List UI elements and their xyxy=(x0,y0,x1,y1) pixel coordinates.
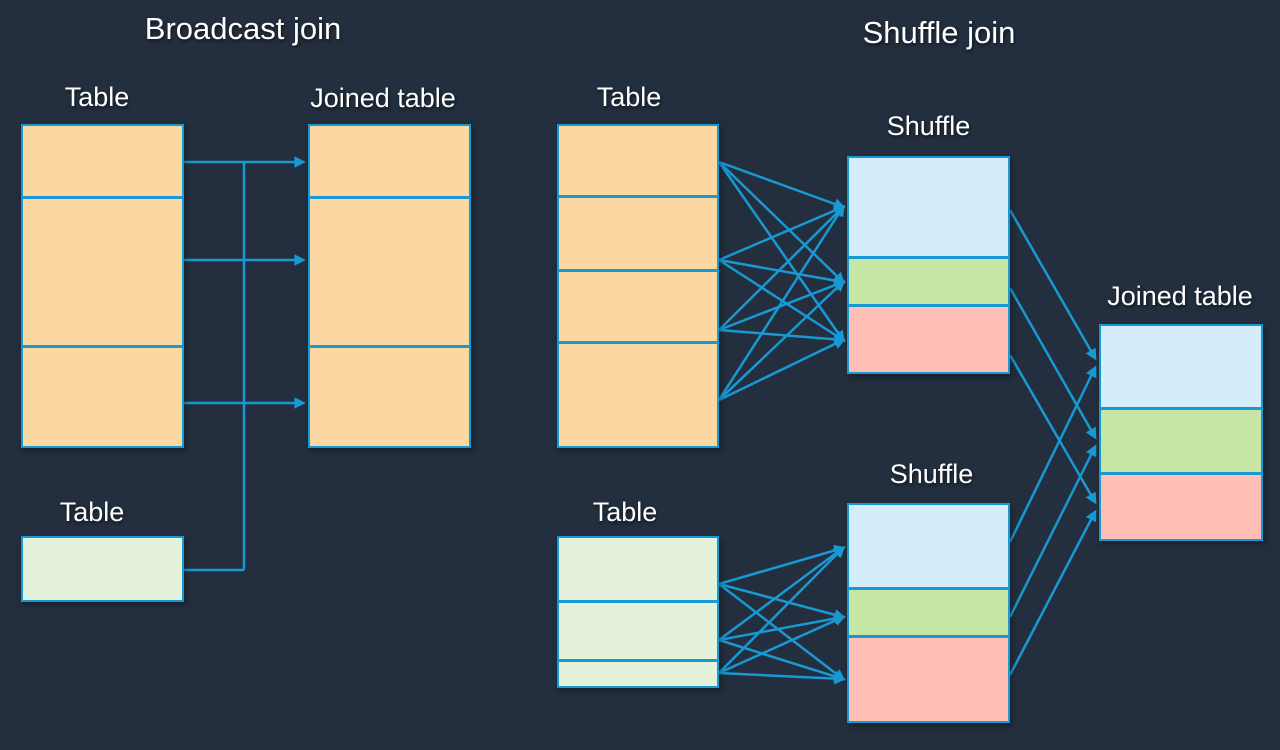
shuffle-bottom-shuffle-table xyxy=(847,503,1010,723)
arrow-line xyxy=(718,671,846,685)
arrow-line xyxy=(718,279,846,332)
shuffle-joined-table xyxy=(1099,324,1263,541)
arrow-line xyxy=(1008,209,1097,361)
shuffle-bottom-shuffle-table-segment-1 xyxy=(849,505,1008,587)
broadcast-joined-table-segment-1 xyxy=(310,126,469,196)
arrow-line xyxy=(718,204,846,331)
shuffle-top-shuffle-table-segment-1 xyxy=(849,158,1008,256)
arrow-line xyxy=(718,612,846,642)
arrow-line xyxy=(1008,444,1097,618)
arrow-line xyxy=(717,161,845,343)
shuffle-top-source-table xyxy=(557,124,719,448)
shuffle-bottom-shuffle-table-segment-2 xyxy=(849,590,1008,635)
arrow-line xyxy=(1008,287,1097,440)
arrow-line xyxy=(718,615,846,675)
arrow-line xyxy=(718,583,846,681)
broadcast-source-table xyxy=(21,124,184,448)
shuffle-top-table-label: Table xyxy=(596,82,662,112)
broadcast-source-table-label: Table xyxy=(64,82,130,112)
arrow-line xyxy=(718,205,846,262)
shuffle-top-source-table-segment-3 xyxy=(559,272,717,341)
arrow-line xyxy=(718,638,846,682)
arrow-line xyxy=(718,280,846,401)
shuffle-top-source-table-segment-4 xyxy=(559,344,717,446)
broadcast-source-table-segment-3 xyxy=(23,348,182,446)
arrow-line xyxy=(718,582,846,621)
broadcast-small-table-segment-1 xyxy=(23,538,182,600)
shuffle-top-shuffle-table-segment-2 xyxy=(849,259,1008,304)
shuffle-joined-table-segment-2 xyxy=(1101,410,1261,472)
arrow-line xyxy=(718,544,846,586)
shuffle-bottom-source-table-segment-3 xyxy=(559,662,717,686)
broadcast-small-table xyxy=(21,536,184,602)
shuffle-top-source-table-segment-1 xyxy=(559,126,717,195)
arrow-line xyxy=(718,338,846,402)
shuffle-joined-table-segment-1 xyxy=(1101,326,1261,407)
arrow-line xyxy=(718,160,846,210)
shuffle-bottom-shuffle-label: Shuffle xyxy=(889,459,974,489)
arrow-line xyxy=(1008,365,1097,543)
shuffle-top-shuffle-table-segment-3 xyxy=(849,307,1008,372)
shuffle-top-shuffle-label: Shuffle xyxy=(886,111,971,141)
shuffle-joined-table-label: Joined table xyxy=(1107,281,1253,311)
broadcast-joined-table-segment-2 xyxy=(310,199,469,345)
shuffle-bottom-source-table-segment-2 xyxy=(559,603,717,659)
shuffle-bottom-table-label: Table xyxy=(592,497,658,527)
broadcast-joined-table-label: Joined table xyxy=(310,83,456,113)
arrow-line xyxy=(718,258,846,342)
arrow-line xyxy=(718,161,846,284)
broadcast-source-table-segment-2 xyxy=(23,199,182,345)
broadcast-source-table-segment-1 xyxy=(23,126,182,196)
shuffle-top-source-table-segment-2 xyxy=(559,198,717,269)
shuffle-top-shuffle-table xyxy=(847,156,1010,374)
arrow-line xyxy=(1008,509,1097,676)
broadcast-joined-table-segment-3 xyxy=(310,348,469,446)
shuffle-join-title: Shuffle join xyxy=(862,15,1016,50)
arrow-line xyxy=(1008,354,1097,505)
shuffle-bottom-shuffle-table-segment-3 xyxy=(849,638,1008,721)
arrow-line xyxy=(717,204,845,401)
arrow-line xyxy=(718,258,846,287)
arrow-line xyxy=(718,328,846,346)
broadcast-joined-table xyxy=(308,124,471,448)
broadcast-join-title: Broadcast join xyxy=(144,11,342,46)
broadcast-small-table-label: Table xyxy=(59,497,125,527)
arrow-line xyxy=(718,545,846,674)
shuffle-joined-table-segment-3 xyxy=(1101,475,1261,539)
shuffle-bottom-source-table-segment-1 xyxy=(559,538,717,600)
shuffle-bottom-source-table xyxy=(557,536,719,688)
arrow-line xyxy=(718,546,846,642)
